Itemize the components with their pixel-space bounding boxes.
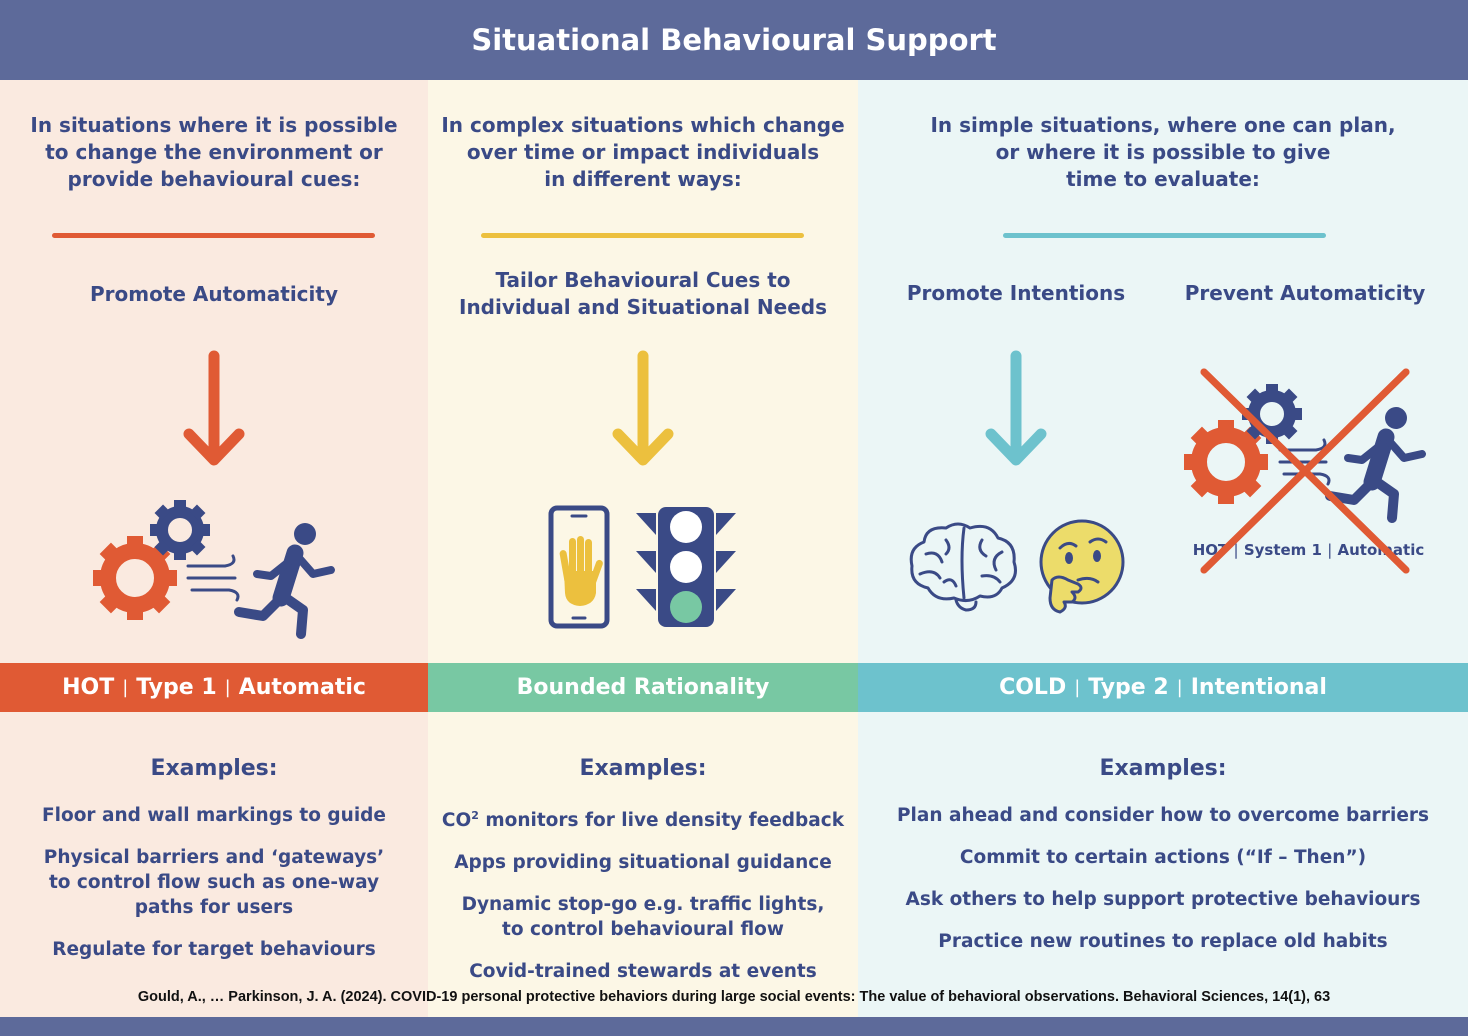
down-arrow-icon	[985, 350, 1047, 466]
list-item: Physical barriers and ‘gateways’ to cont…	[43, 847, 385, 918]
separator: |	[1176, 677, 1183, 698]
list-item: Apps providing situational guidance	[454, 852, 832, 874]
list-item: Dynamic stop-go e.g. traffic lights, to …	[461, 894, 825, 941]
separator: |	[122, 677, 129, 698]
hot-automatic-illustration	[93, 500, 335, 639]
divider-cold	[1003, 233, 1326, 238]
gears-icon	[93, 500, 210, 620]
intro-hot: In situations where it is possible to ch…	[30, 113, 398, 191]
list-item: CO2 monitors for live density feedback	[428, 803, 858, 833]
examples-list-bounded: CO2 monitors for live density feedback A…	[428, 803, 858, 1001]
band-automatic: Automatic	[238, 675, 366, 700]
down-arrow-icon	[612, 350, 674, 466]
smartphone-hand-icon	[548, 505, 610, 629]
motion-lines-icon	[186, 554, 240, 602]
list-item: Plan ahead and consider how to overcome …	[896, 805, 1430, 826]
examples-heading-bounded: Examples:	[579, 756, 707, 781]
page-title: Situational Behavioural Support	[0, 0, 1468, 80]
strategy-prevent-automaticity: Prevent Automaticity	[1184, 281, 1426, 305]
list-item: Practice new routines to replace old hab…	[938, 931, 1388, 952]
brain-icon	[909, 522, 1017, 612]
intro-bounded: In complex situations which change over …	[441, 113, 845, 191]
band-type1: Type 1	[136, 675, 217, 700]
strategy-promote-intentions: Promote Intentions	[906, 281, 1126, 305]
running-person-icon	[234, 523, 335, 639]
crossed-label-system: System 1	[1243, 541, 1322, 559]
intro-cold: In simple situations, where one can plan…	[930, 113, 1396, 191]
list-item: Commit to certain actions (“If – Then”)	[959, 847, 1367, 868]
band-cold: COLD	[999, 675, 1067, 700]
strategy-tailor-cues: Tailor Behavioural Cues to Individual an…	[459, 268, 827, 319]
examples-heading-hot: Examples:	[150, 756, 278, 781]
footer-bar	[0, 1017, 1468, 1036]
list-item: Covid-trained stewards at events	[469, 961, 817, 983]
down-arrow-icon	[183, 350, 245, 466]
band-bounded-rationality: Bounded Rationality	[428, 663, 858, 712]
strategy-promote-automaticity: Promote Automaticity	[89, 282, 338, 306]
crossed-label: HOT | System 1 | Automatic	[1186, 541, 1431, 559]
examples-heading-cold: Examples:	[1099, 756, 1227, 781]
citation: Gould, A., … Parkinson, J. A. (2024). CO…	[137, 989, 1331, 1005]
gears-icon	[1184, 384, 1302, 504]
separator: |	[1327, 541, 1333, 559]
traffic-light-icon	[636, 507, 736, 627]
band-intentional: Intentional	[1190, 675, 1327, 700]
separator: |	[1074, 677, 1081, 698]
co2-text: CO	[441, 810, 472, 832]
crossed-label-automatic: Automatic	[1337, 541, 1425, 559]
band-cold-type2-intentional: COLD | Type 2 | Intentional	[858, 663, 1468, 712]
co2-superscript: 2	[471, 809, 479, 822]
separator: |	[224, 677, 231, 698]
motion-lines-icon	[1278, 438, 1331, 486]
band-type2: Type 2	[1088, 675, 1169, 700]
separator: |	[1233, 541, 1239, 559]
band-hot: HOT	[62, 675, 115, 700]
crossed-label-hot: HOT	[1192, 541, 1229, 559]
co2-suffix: monitors for live density feedback	[478, 810, 845, 832]
list-item: Regulate for target behaviours	[52, 939, 376, 960]
list-item: Floor and wall markings to guide	[42, 805, 386, 826]
list-item: Ask others to help support protective be…	[905, 889, 1421, 910]
examples-list-cold: Plan ahead and consider how to overcome …	[858, 803, 1468, 971]
band-hot-type1-automatic: HOT | Type 1 | Automatic	[0, 663, 428, 712]
examples-list-hot: Floor and wall markings to guide Physica…	[0, 803, 428, 979]
divider-bounded	[481, 233, 804, 238]
running-person-icon	[1325, 407, 1426, 523]
thinking-face-icon	[1039, 519, 1125, 614]
divider-hot	[52, 233, 375, 238]
